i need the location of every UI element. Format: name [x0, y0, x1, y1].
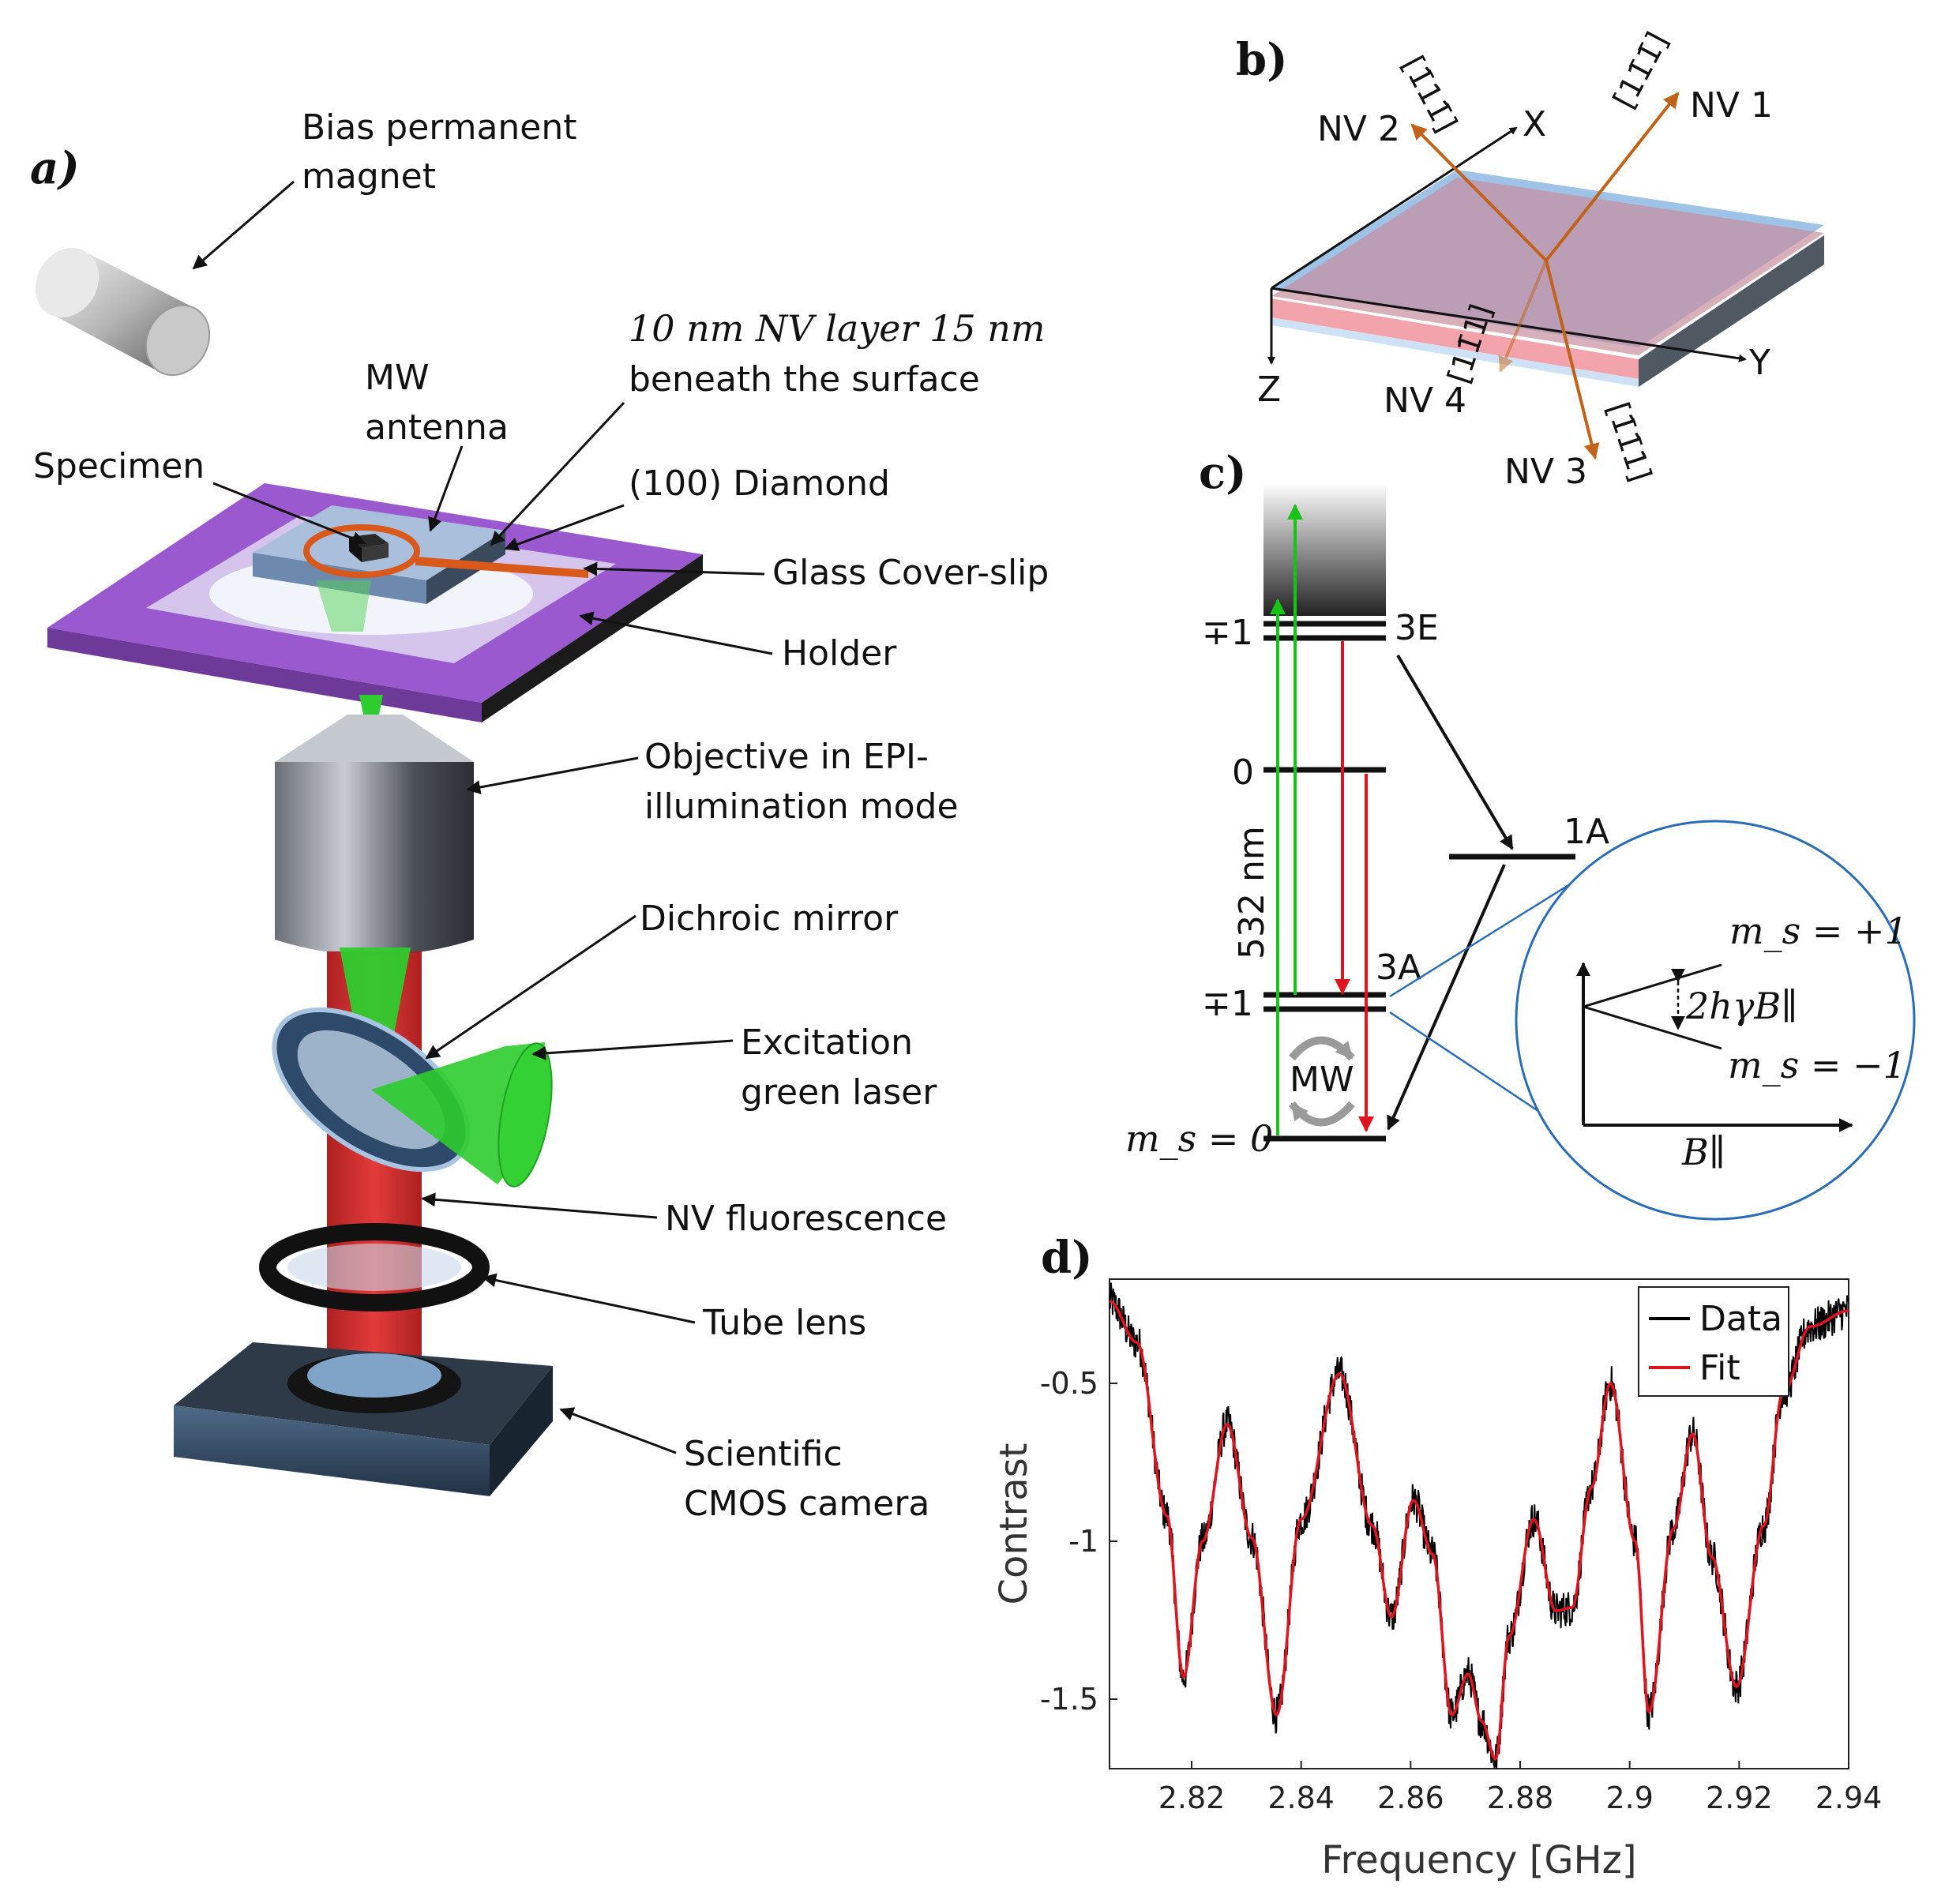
- panel-d-label: d): [1041, 1232, 1093, 1284]
- y-ticks: -0.5 -1 -1.5: [1040, 1366, 1117, 1717]
- camera-label-2: CMOS camera: [684, 1484, 929, 1524]
- magnet-pointer: [192, 180, 295, 270]
- excitation-laser: [371, 1042, 553, 1188]
- panel-a-label: a): [30, 142, 80, 194]
- nv4-label: NV 4: [1384, 381, 1466, 421]
- x-tick-label: 2.92: [1706, 1781, 1773, 1815]
- y-tick-label: -1: [1068, 1524, 1098, 1559]
- y-tick-label: -0.5: [1040, 1366, 1098, 1401]
- nv3-vector: [1545, 260, 1600, 460]
- mw-label: MW: [1290, 1060, 1354, 1100]
- x-tick-label: 2.82: [1158, 1781, 1226, 1815]
- nv-vectors: [1410, 92, 1680, 460]
- excited-state-label: 3E: [1395, 608, 1439, 648]
- inset-upper-label: m_s = +1: [1729, 910, 1908, 952]
- inset-splitting-label: 2hγB∥: [1685, 985, 1797, 1027]
- x-ticks: 2.82 2.84 2.86 2.88 2.9 2.92 2.94: [1158, 1761, 1883, 1815]
- nv-layer-label-2: beneath the surface: [629, 359, 980, 400]
- mw-cycle: MW: [1289, 1036, 1355, 1127]
- inset-x-label: B∥: [1681, 1131, 1725, 1173]
- x-tick-label: 2.86: [1377, 1781, 1444, 1815]
- mw-label-2: antenna: [365, 407, 509, 448]
- excited-zero-label: 0: [1232, 752, 1254, 793]
- coverslip-label: Glass Cover-slip: [772, 553, 1049, 593]
- x-tick-label: 2.9: [1605, 1781, 1653, 1815]
- fluorescence-arrows: [1335, 641, 1374, 1132]
- nv2-direction: [1̄11̄]: [1395, 51, 1464, 138]
- x-tick-label: 2.94: [1815, 1781, 1883, 1815]
- ground-pm-label: ∓1: [1202, 984, 1253, 1024]
- nv2-label: NV 2: [1317, 109, 1400, 149]
- laser-arrows: [1270, 504, 1303, 1135]
- dichroic-label: Dichroic mirror: [640, 899, 899, 939]
- x-axis-title: Frequency [GHz]: [1321, 1838, 1636, 1882]
- diamond-label: (100) Diamond: [629, 463, 890, 504]
- objective: [275, 715, 474, 955]
- tube-lens: [259, 1223, 490, 1311]
- fit-line: [1109, 1300, 1849, 1762]
- y-tick-label: -1.5: [1040, 1682, 1098, 1717]
- inset-lower-label: m_s = −1: [1728, 1044, 1906, 1086]
- nv1-direction: [11̄1̄]: [1606, 26, 1675, 114]
- magnet-label-2: magnet: [302, 156, 436, 197]
- panel-b: b) X Y Z NV 2 NV 1 NV 3 NV 4 [1̄11̄] [11…: [1236, 26, 1824, 492]
- specimen-label: Specimen: [33, 446, 205, 486]
- x-tick-label: 2.84: [1267, 1781, 1335, 1815]
- nv2-vector: [1410, 123, 1548, 262]
- nv-layer-label-1: 10 nm NV layer 15 nm: [629, 307, 1045, 350]
- x-tick-label: 2.88: [1487, 1781, 1554, 1815]
- holder-label: Holder: [782, 633, 897, 674]
- nv3-direction: [1̄1̄1]: [1600, 398, 1658, 486]
- isc-arrows: [1387, 654, 1514, 1131]
- laser-label-1: Excitation: [741, 1023, 913, 1063]
- ground-zero-label: m_s = 0: [1125, 1117, 1273, 1160]
- y-axis: [1271, 287, 1747, 362]
- legend-data-label: Data: [1699, 1299, 1782, 1339]
- zeeman-inset: m_s = +1 m_s = −1 2hγB∥ B∥: [1515, 820, 1916, 1221]
- nv4-vector: [1498, 260, 1548, 373]
- panel-c: c) ∓1 3E 0 1A ∓1 3A m_s = 0 532 nm: [1125, 447, 1916, 1221]
- y-axis-title: Contrast: [992, 1443, 1036, 1604]
- legend: Data Fit: [1638, 1286, 1789, 1397]
- panel-c-label: c): [1199, 447, 1247, 499]
- bias-magnet: [35, 247, 211, 377]
- panel-b-label: b): [1236, 34, 1288, 86]
- tube-lens-label: Tube lens: [702, 1303, 866, 1343]
- green-beam-top: [359, 695, 383, 715]
- nv3-label: NV 3: [1504, 452, 1587, 492]
- panel-a-pointers: [212, 401, 773, 1454]
- panel-a: a) Bias permanent magnet: [30, 107, 1049, 1524]
- nv1-vector: [1545, 92, 1680, 262]
- mw-label-1: MW: [365, 358, 429, 398]
- singlet-label: 1A: [1564, 812, 1609, 852]
- panel-d: d) 2.82 2.84 2.86 2.88 2.9 2.92 2.94 -0.5 -1 -1.…: [992, 1232, 1882, 1882]
- camera-label-1: Scientific: [684, 1434, 843, 1474]
- y-axis-label: Y: [1748, 343, 1770, 383]
- z-axis-label: Z: [1257, 370, 1281, 410]
- camera: [174, 1342, 553, 1496]
- x-axis-label: X: [1523, 104, 1546, 144]
- fluorescence-label: NV fluorescence: [665, 1199, 947, 1239]
- x-axis: [1271, 126, 1518, 290]
- laser-wavelength-label: 532 nm: [1232, 826, 1272, 959]
- laser-label-2: green laser: [741, 1072, 937, 1113]
- fit-series: [1109, 1300, 1849, 1762]
- excited-pm-label: ∓1: [1202, 613, 1253, 653]
- legend-fit-label: Fit: [1699, 1348, 1740, 1388]
- objective-label-1: Objective in EPI-: [644, 737, 929, 777]
- nv1-label: NV 1: [1690, 85, 1773, 126]
- objective-label-2: illumination mode: [644, 786, 959, 827]
- magnet-label-1: Bias permanent: [302, 107, 577, 148]
- excited-band: [1263, 483, 1386, 616]
